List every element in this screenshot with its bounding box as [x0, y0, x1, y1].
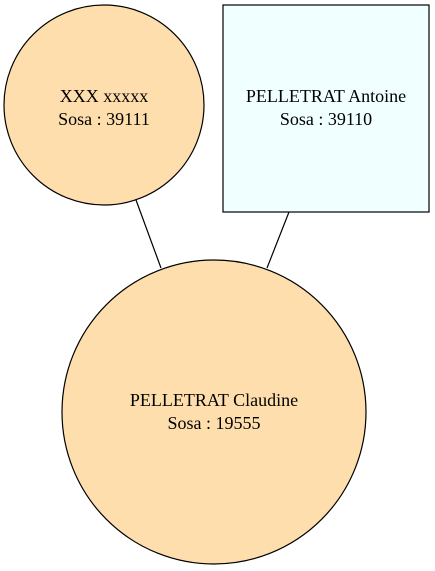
- edge-mother-to-child: [135, 199, 162, 269]
- node-mother-name: XXX xxxxx: [60, 86, 149, 106]
- node-father-sosa: Sosa : 39110: [280, 109, 372, 129]
- node-mother[interactable]: XXX xxxxx Sosa : 39111: [3, 4, 205, 206]
- node-mother-sosa: Sosa : 39111: [58, 109, 150, 129]
- node-father-shape: [222, 4, 430, 213]
- node-father[interactable]: PELLETRAT Antoine Sosa : 39110: [222, 4, 430, 213]
- edges: [135, 199, 290, 269]
- edge-father-to-child: [266, 211, 290, 269]
- node-father-name: PELLETRAT Antoine: [246, 86, 406, 106]
- node-child[interactable]: PELLETRAT Claudine Sosa : 19555: [61, 259, 367, 565]
- node-child-shape: [61, 259, 367, 565]
- node-child-name: PELLETRAT Claudine: [130, 390, 298, 410]
- node-mother-shape: [3, 4, 205, 206]
- node-child-sosa: Sosa : 19555: [167, 413, 260, 433]
